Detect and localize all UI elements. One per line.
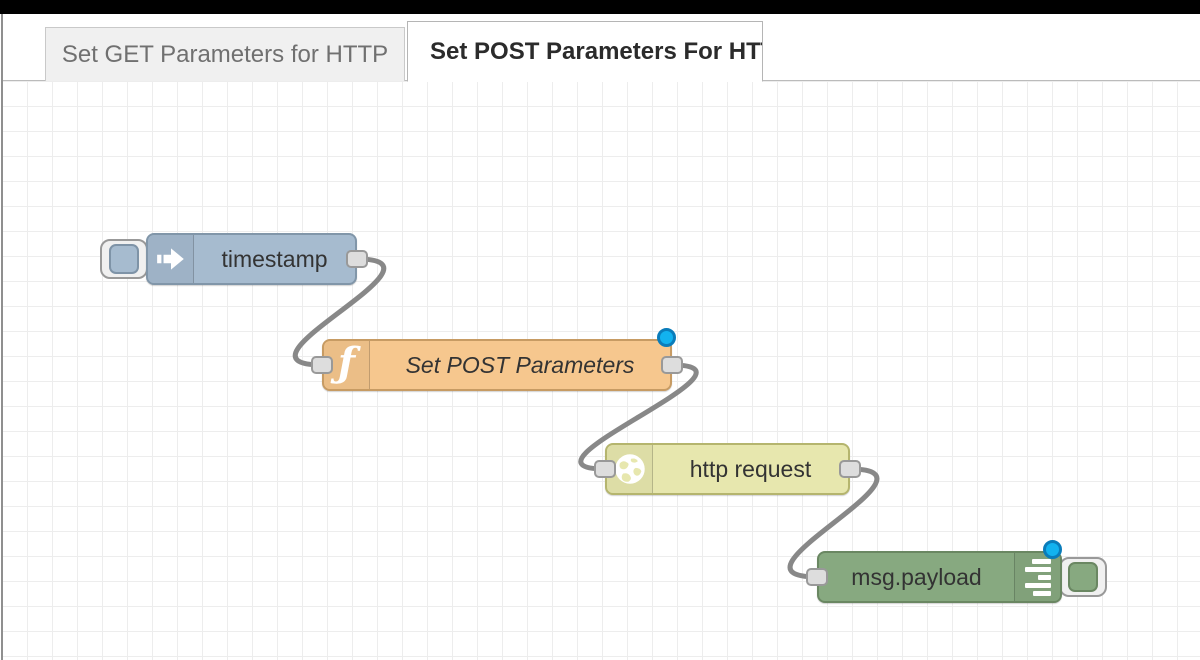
node-label: timestamp [221, 245, 328, 272]
node-inject-timestamp[interactable]: timestamp [146, 233, 357, 285]
output-port-function[interactable] [661, 356, 683, 374]
input-port-function[interactable] [311, 356, 333, 374]
window-left-edge [1, 14, 3, 660]
node-debug-msg-payload[interactable]: msg.payload [817, 551, 1062, 603]
tab-set-post-parameters[interactable]: Set POST Parameters For HTTP [407, 21, 763, 82]
tab-label: Set GET Parameters for HTTP [61, 40, 389, 68]
inject-arrow-icon [148, 235, 194, 283]
node-label: Set POST Parameters [405, 351, 635, 378]
inject-trigger-button-face [109, 244, 139, 274]
flow-tab-bar: Set GET Parameters for HTTP Set POST Par… [3, 14, 1200, 82]
debug-toggle-button[interactable] [1059, 557, 1107, 597]
output-port-timestamp[interactable] [346, 250, 368, 268]
tab-label: Set POST Parameters For HTTP [430, 37, 763, 65]
node-changed-indicator [1043, 540, 1062, 559]
node-changed-indicator [657, 328, 676, 347]
node-http-request[interactable]: http request [605, 443, 850, 495]
output-port-http-request[interactable] [839, 460, 861, 478]
input-port-debug[interactable] [806, 568, 828, 586]
input-port-http-request[interactable] [594, 460, 616, 478]
window-top-bar [0, 0, 1200, 14]
node-function-set-post-parameters[interactable]: ƒ Set POST Parameters [322, 339, 672, 391]
node-label: msg.payload [851, 563, 982, 590]
node-label: http request [689, 455, 812, 482]
debug-toggle-button-face [1068, 562, 1098, 592]
debug-list-icon [1014, 553, 1060, 601]
inject-trigger-button[interactable] [100, 239, 148, 279]
tab-set-get-parameters[interactable]: Set GET Parameters for HTTP [45, 27, 405, 81]
